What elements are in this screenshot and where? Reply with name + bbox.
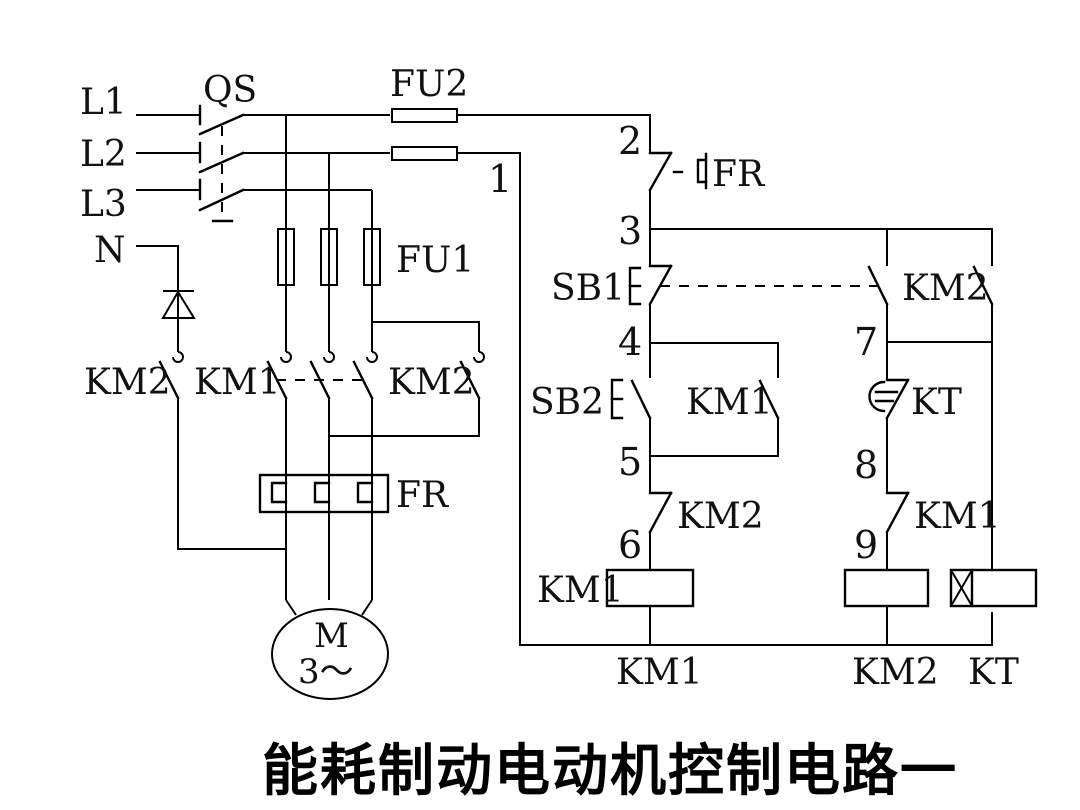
km2-nc-interlock — [648, 491, 673, 534]
motor-phase: 3～ — [298, 652, 354, 692]
label-fr-contact: FR — [712, 154, 765, 195]
km1-hold-contact — [758, 379, 780, 420]
node-7: 7 — [854, 320, 878, 364]
label-fu2: FU2 — [390, 64, 468, 105]
node-3: 3 — [618, 209, 642, 253]
node-5: 5 — [618, 440, 642, 484]
km1-hold-wire-top — [650, 342, 779, 378]
node-9: 9 — [854, 523, 878, 567]
coil-km2 — [843, 568, 930, 608]
sb2-start-button — [610, 378, 652, 420]
km1-hold-wire-bottom — [650, 418, 779, 457]
label-fr-main: FR — [396, 475, 449, 516]
label-km1-nc: KM1 — [914, 496, 1001, 537]
label-fu1: FU1 — [396, 240, 474, 281]
node-6: 6 — [618, 523, 642, 567]
label-km1-coil-side: KM1 — [537, 570, 624, 611]
coil-label-km1: KM1 — [616, 652, 703, 693]
coil-label-kt: KT — [968, 652, 1019, 693]
km2-main-contact — [459, 360, 481, 400]
fuse-fu2-bottom — [391, 146, 458, 161]
thermal-relay-fr — [258, 473, 390, 514]
node-4: 4 — [618, 320, 642, 364]
label-sb2: SB2 — [530, 382, 604, 423]
label-qs: QS — [203, 70, 257, 111]
diagram-title: 能耗制动电动机控制电路一 — [262, 739, 958, 804]
contact-terminals — [172, 351, 485, 363]
label-n: N — [94, 230, 126, 271]
label-km2-hold: KM2 — [902, 268, 989, 309]
label-l1: L1 — [80, 82, 127, 123]
sb1-stop-button — [628, 264, 880, 306]
km2-hold-contact — [972, 265, 994, 306]
node-7-wires — [886, 304, 993, 570]
motor-feed-wires — [285, 398, 373, 616]
label-km1-hold: KM1 — [686, 382, 773, 423]
motor-symbol — [271, 608, 389, 700]
fuse-fu2-top — [391, 108, 458, 123]
label-km1-main: KM1 — [194, 362, 281, 403]
coil-label-km2: KM2 — [852, 652, 939, 693]
coil-kt — [949, 568, 1038, 608]
power-input-lines — [136, 114, 200, 290]
label-l2: L2 — [80, 134, 127, 175]
fu1-to-contacts — [285, 285, 480, 352]
fuse-fu1 — [277, 228, 381, 286]
qs-switch — [198, 104, 245, 223]
label-sb1: SB1 — [551, 268, 625, 309]
main-busbars — [243, 114, 390, 229]
node-3-bus — [650, 228, 993, 266]
km1-nc-interlock — [885, 491, 910, 534]
node-8: 8 — [854, 443, 878, 487]
diode — [161, 290, 196, 352]
fr-nc-contact — [648, 151, 708, 192]
label-km2-main: KM2 — [388, 362, 475, 403]
km2-nc-branch-contact — [867, 265, 889, 306]
label-km2-nc: KM2 — [677, 496, 764, 537]
node-2: 2 — [618, 119, 642, 163]
kt-timed-contact — [868, 378, 910, 420]
label-km2-diode: KM2 — [84, 362, 171, 403]
node-1: 1 — [488, 157, 512, 201]
motor-label: M — [314, 616, 349, 656]
label-kt-contact: KT — [911, 382, 962, 423]
km2-diode-contact — [158, 360, 180, 400]
dc-feed-wire — [177, 398, 286, 550]
km1-main-contacts — [266, 360, 374, 400]
label-l3: L3 — [80, 184, 127, 225]
control-supply-wires — [457, 114, 993, 646]
km2-main-wire — [329, 398, 480, 437]
